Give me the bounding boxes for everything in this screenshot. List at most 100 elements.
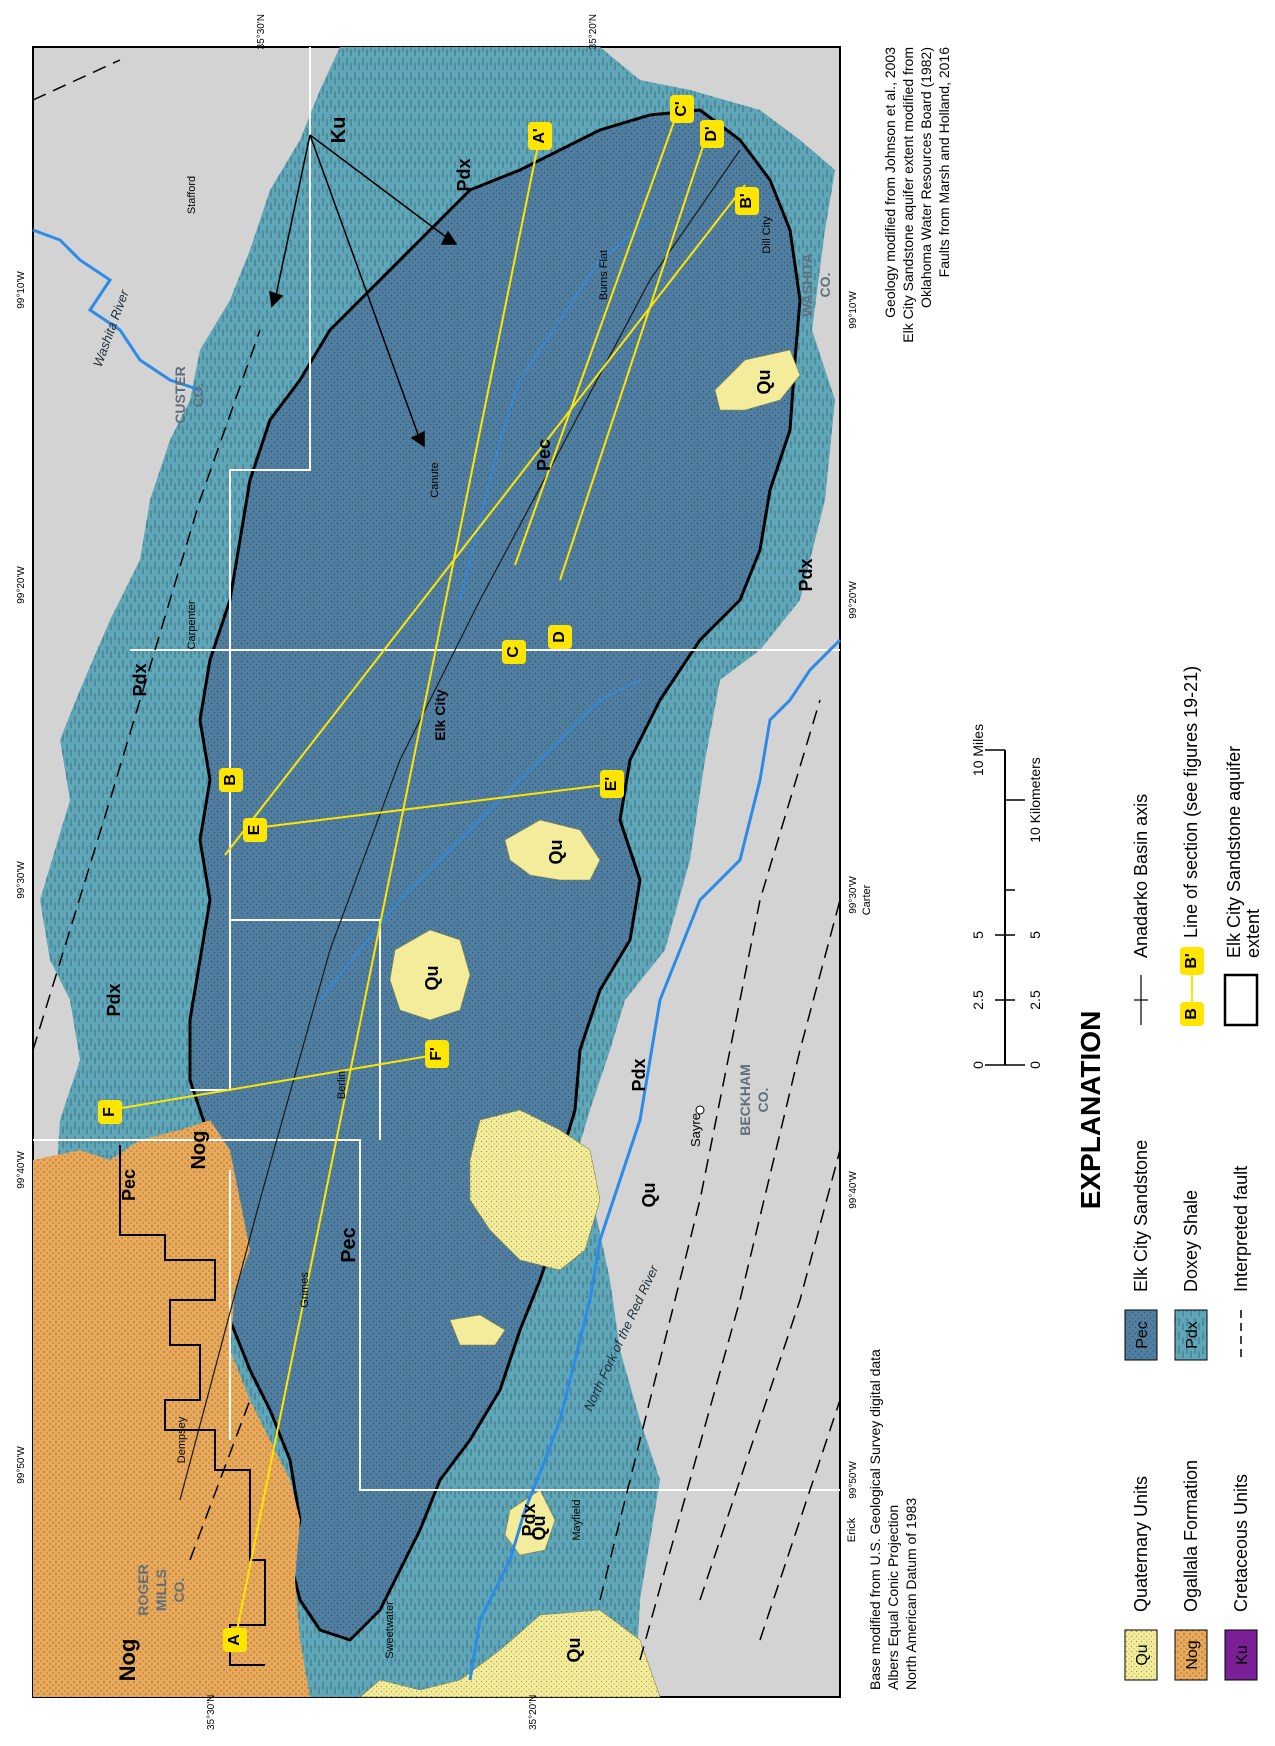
qu-patch-9	[360, 1610, 660, 1697]
section-e-prime-label: E'	[603, 777, 620, 791]
credit-geo-3: Oklahoma Water Resources Board (1982)	[918, 47, 934, 308]
aquifer-extent-outline	[119, 1145, 266, 1666]
legend-code-pdx: Pdx	[1184, 1321, 1201, 1349]
legend-item-ku: Ku Cretaceous Units	[1224, 1474, 1258, 1681]
qu-patch-3	[389, 929, 471, 1021]
legend-swatch-qu-pattern	[1125, 1630, 1157, 1680]
qu-patch-7	[449, 1314, 506, 1346]
section-f-label: F	[101, 1107, 118, 1117]
sayre-town-marker	[695, 1105, 705, 1115]
ku-arrow-head-3	[440, 230, 458, 245]
credit-geo-1: Geology modified from Johnson et al., 20…	[882, 47, 898, 318]
county-boundaries	[33, 47, 840, 1491]
section-c-prime-label: C'	[673, 101, 690, 116]
section-line-a	[234, 134, 541, 1641]
coord-top-35-30: 35°30'N	[256, 14, 267, 49]
coord-right-99-50: 99°50'W	[848, 1461, 859, 1499]
section-f-prime-label: F'	[428, 1047, 445, 1061]
credits: Base modified from U.S. Geological Surve…	[867, 47, 952, 1690]
basin-axis-line	[179, 149, 741, 1501]
county-beckham-2: CO.	[755, 1088, 771, 1113]
ku-arrow-1	[274, 134, 311, 301]
legend-label-nog: Ogallala Formation	[1181, 1460, 1201, 1612]
county-custer-1: CUSTER	[172, 366, 188, 424]
county-line-4	[229, 47, 311, 920]
label-nog-1: Nog	[115, 1639, 140, 1682]
label-pdx-2: Pdx	[130, 663, 150, 696]
legend: EXPLANATION Qu Quaternary Units Nog Ogal…	[1075, 666, 1263, 1681]
section-f-end: F'	[425, 1040, 449, 1068]
county-roger-mills-1: ROGER	[135, 1564, 151, 1615]
scale-miles-label: 10 Miles	[970, 724, 986, 776]
elk-creek-line	[319, 679, 641, 1001]
section-d-label: D	[551, 631, 568, 643]
legend-label-extent-2: extent	[1243, 909, 1263, 958]
county-custer-2: CO.	[190, 383, 206, 408]
legend-swatch-ku	[1224, 1629, 1258, 1681]
section-c-label: C	[505, 646, 522, 658]
scale-mi-2-5: 2.5	[970, 990, 986, 1010]
legend-swatch-extent	[1223, 973, 1259, 1027]
credit-geo-2: Elk City Sandstone aquifer extent modifi…	[900, 47, 916, 343]
fault-4	[639, 899, 841, 1661]
coord-left-35-20: 35°20'N	[528, 1695, 539, 1730]
label-qu-2: Qu	[529, 1516, 549, 1541]
section-c-end: C'	[670, 95, 694, 123]
section-c-start: C	[502, 640, 526, 664]
ku-arrow-head-1	[269, 290, 284, 308]
label-pec-3: Pec	[534, 439, 554, 471]
section-d-end: D'	[700, 120, 724, 148]
section-a-start: A	[223, 1628, 247, 1652]
legend-label-pec: Elk City Sandstone	[1131, 1140, 1151, 1292]
label-pec-1: Pec	[119, 1169, 139, 1201]
scale-mi-0: 0	[970, 1061, 986, 1069]
section-e-start: E	[243, 818, 267, 842]
label-qu-3: Qu	[639, 1183, 659, 1208]
label-ku: Ku	[328, 117, 350, 144]
section-a-label: A	[226, 1634, 243, 1646]
unit-labels: Nog Nog Pec Pec Pec Pdx Pdx Pdx Pdx Pdx …	[104, 117, 816, 1682]
coord-right-99-30: 99°30'W	[848, 876, 859, 914]
county-labels: CUSTER CO. WASHITA WASHITA CO. BECKHAM C…	[135, 253, 833, 1615]
scale-km-label: 10 Kilometers	[1027, 757, 1043, 843]
place-sayre: Sayre	[688, 1113, 703, 1147]
fault-1	[32, 59, 121, 101]
creek-line-2	[459, 219, 651, 601]
legend-swatch-pdx-pattern	[1175, 1310, 1207, 1360]
county-washita-2: CO.	[817, 273, 833, 298]
legend-item-nog: Nog Ogallala Formation	[1174, 1460, 1208, 1681]
county-roger-mills-3: CO.	[171, 1578, 187, 1603]
legend-label-ku: Cretaceous Units	[1231, 1474, 1251, 1612]
place-grimes: Grimes	[299, 1272, 311, 1308]
place-dempsey: Dempsey	[176, 1416, 188, 1463]
legend-title: EXPLANATION	[1075, 1011, 1106, 1210]
section-b-end: B'	[735, 187, 759, 215]
place-mayfield: Mayfield	[571, 1500, 583, 1541]
label-pec-2: Pec	[338, 1227, 360, 1263]
county-roger-mills-2: MILLS	[153, 1569, 169, 1611]
coord-left-99-20: 99°20'W	[16, 566, 27, 604]
fault-5	[699, 1149, 841, 1601]
section-b-prime-label: B'	[738, 193, 755, 208]
coord-top-35-20: 35°20'N	[588, 14, 599, 49]
faults	[32, 59, 841, 1661]
legend-swatch-pec-pattern	[1125, 1310, 1157, 1360]
section-end-labels: A A' B B' C C' D D' E E' F F'	[98, 95, 759, 1652]
label-nog-2: Nog	[188, 1131, 210, 1170]
qu-patch-8	[470, 1110, 600, 1270]
credit-base-1: Base modified from U.S. Geological Surve…	[867, 1349, 883, 1690]
place-burns-flat: Burns Flat	[598, 250, 610, 300]
credit-base-3: North American Datum of 1983	[903, 1498, 919, 1690]
coord-left-35-30: 35°30'N	[206, 1695, 217, 1730]
legend-label-pdx: Doxey Shale	[1181, 1190, 1201, 1292]
legend-item-pec: Pec Elk City Sandstone	[1124, 1140, 1158, 1361]
ku-arrow-3	[309, 134, 451, 241]
section-b-label: B	[222, 774, 239, 786]
label-qu-4: Qu	[422, 966, 442, 991]
coord-left-99-30: 99°30'W	[16, 861, 27, 899]
legend-section-start: B	[1183, 1008, 1200, 1020]
section-line-d	[559, 124, 711, 581]
section-b-start: B	[219, 768, 243, 792]
place-elk-city: Elk City	[432, 689, 448, 741]
